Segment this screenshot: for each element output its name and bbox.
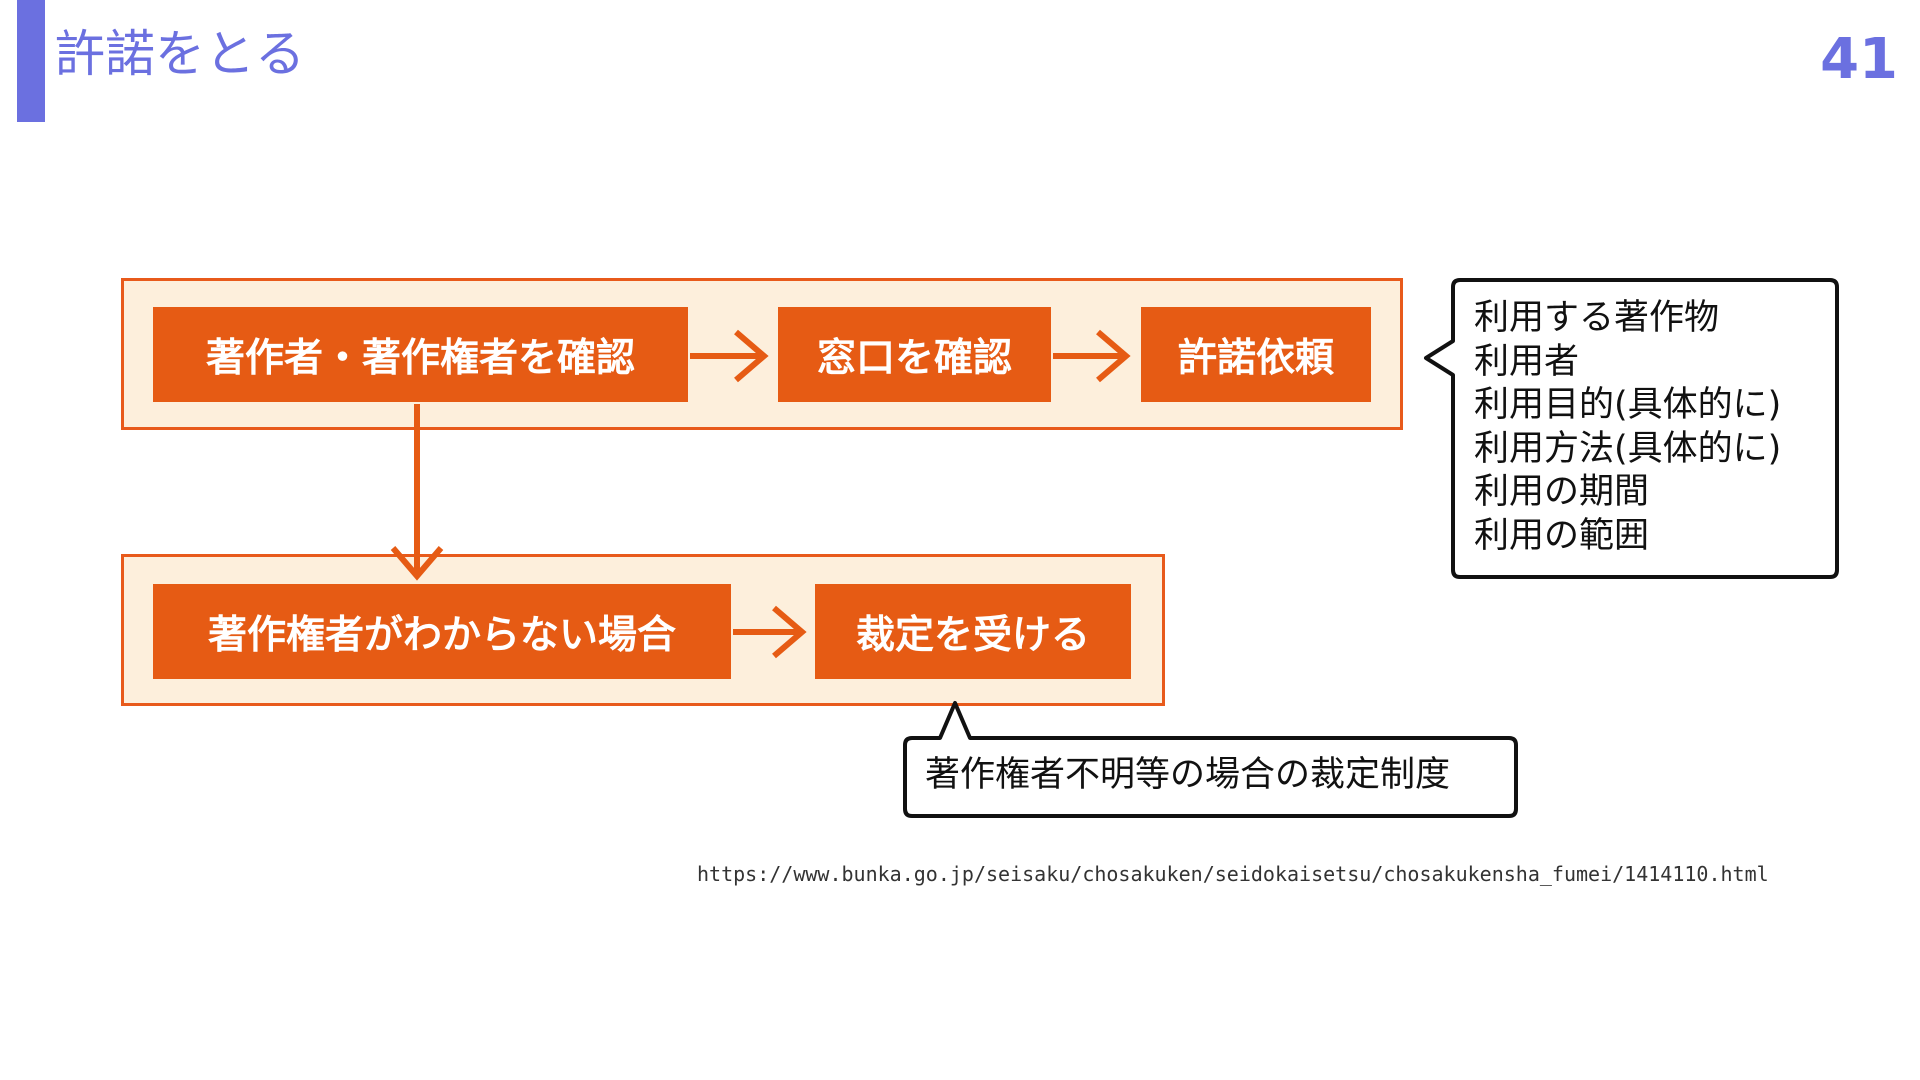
ruling-callout-outline (903, 701, 1518, 818)
ruling-system-label: 著作権者不明等の場合の裁定制度 (925, 755, 1451, 795)
slide-title: 許諾をとる (55, 25, 305, 83)
step-owner-unknown: 著作権者がわからない場合 (153, 584, 731, 679)
request-items-list: 利用する著作物 利用者 利用目的(具体的に) 利用方法(具体的に) 利用の期間 … (1474, 297, 1781, 558)
step-request-permission: 許諾依頼 (1141, 307, 1371, 402)
arrowhead-contact-to-request (1096, 329, 1131, 383)
arrowhead-owner-to-contact (734, 329, 769, 383)
request-item: 利用の期間 (1474, 472, 1650, 512)
request-item: 利用目的(具体的に) (1474, 385, 1782, 425)
step-check-contact: 窓口を確認 (778, 307, 1051, 402)
request-item: 利用の範囲 (1474, 515, 1650, 556)
request-item: 利用する著作物 (1474, 298, 1720, 338)
arrowhead-unknown-to-ruling (772, 605, 807, 659)
step-ruling: 裁定を受ける (815, 584, 1131, 679)
source-url: https://www.bunka.go.jp/seisaku/chosakuk… (697, 862, 1769, 886)
arrowhead-down-to-unknown (390, 546, 444, 581)
request-item: 利用方法(具体的に) (1474, 428, 1782, 469)
request-item: 利用者 (1474, 341, 1580, 382)
page-number: 41 (1820, 27, 1898, 92)
request-items-callout-outline (1424, 278, 1839, 579)
step-check-owner: 著作者・著作権者を確認 (153, 307, 688, 402)
title-accent-bar (17, 0, 45, 122)
